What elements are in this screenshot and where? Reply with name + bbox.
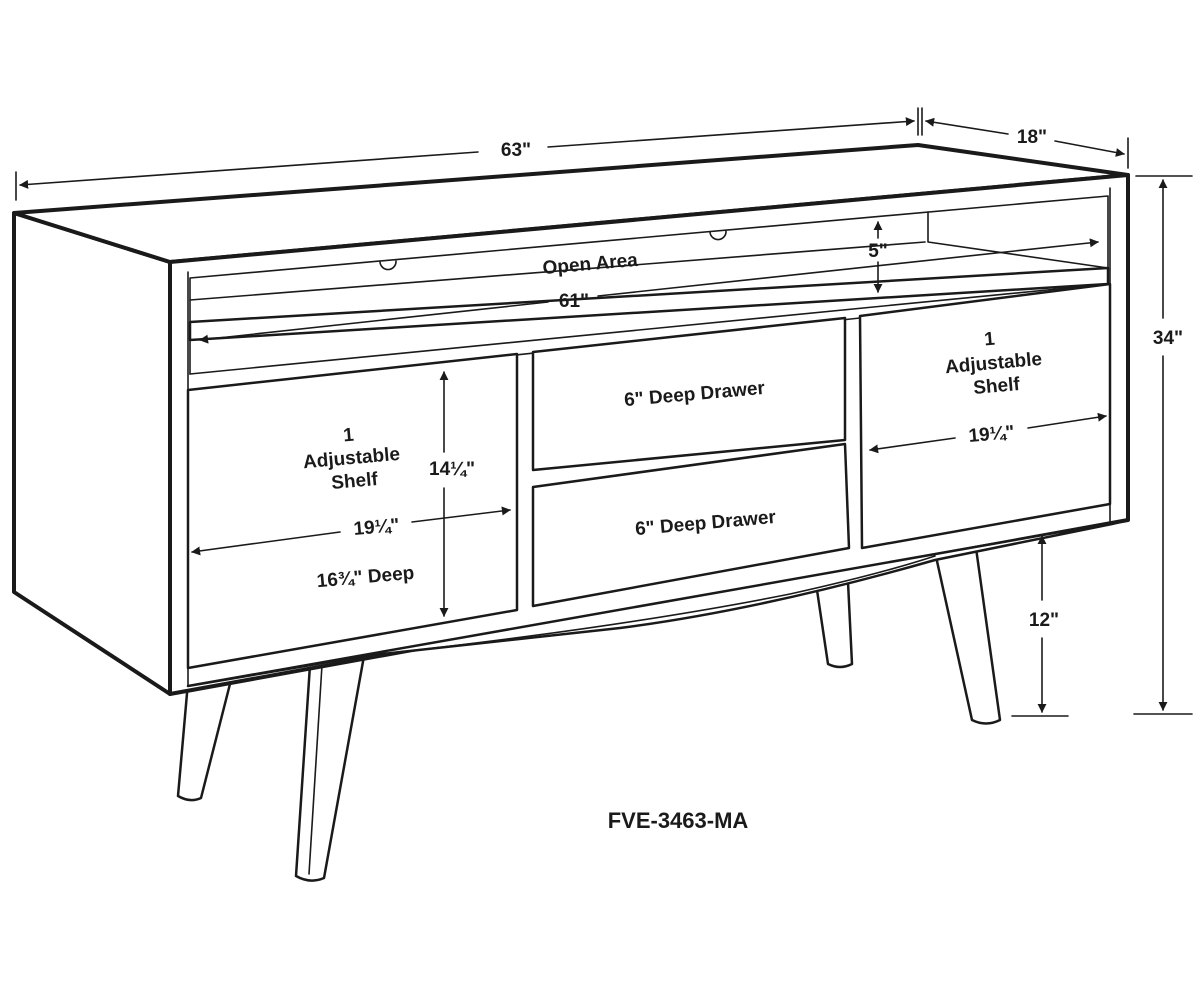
- drawer-top: [531, 316, 847, 472]
- depth-dimension: 18": [921, 107, 1129, 169]
- model-code: FVE-3463-MA: [608, 808, 749, 833]
- back-middle-leg: [815, 580, 854, 669]
- height-dimension: 34": [1133, 175, 1193, 715]
- left-shelf-count: 1: [342, 425, 355, 447]
- depth-label: 18": [1017, 127, 1047, 148]
- width-dimension: 63": [15, 107, 919, 201]
- leg-height-label: 12": [1029, 610, 1059, 631]
- back-right-leg: [933, 546, 1002, 725]
- right-cabinet-annotations: 1 Adjustable Shelf 19¼": [869, 329, 1107, 454]
- right-cabinet-width-label: 19¼": [968, 422, 1016, 447]
- bottom-apron: [186, 518, 1130, 688]
- left-shelf-line2: Shelf: [330, 469, 379, 494]
- right-shelf-line2: Shelf: [972, 374, 1021, 399]
- right-cabinet-door: [858, 282, 1112, 550]
- open-area-width-dimension: 61": [199, 238, 1099, 344]
- height-label: 34": [1153, 328, 1183, 349]
- drawer-bottom: [531, 442, 851, 608]
- right-shelf-count: 1: [983, 329, 996, 351]
- width-label: 63": [501, 140, 531, 161]
- open-area-height-dimension: 5": [868, 221, 888, 293]
- left-cabinet-height-label: 14¼": [429, 459, 475, 480]
- leg-height-dimension: 12": [1011, 535, 1069, 717]
- open-area-width-label: 61": [559, 291, 589, 312]
- side-panel: [12, 211, 172, 696]
- open-area-height-label: 5": [868, 241, 888, 262]
- back-left-leg: [176, 678, 233, 802]
- left-cabinet-width-label: 19¼": [353, 515, 401, 540]
- cable-hole-left: [379, 260, 397, 271]
- front-left-leg: [294, 654, 366, 882]
- left-cabinet-door: [186, 352, 519, 670]
- cable-hole-right: [709, 230, 727, 241]
